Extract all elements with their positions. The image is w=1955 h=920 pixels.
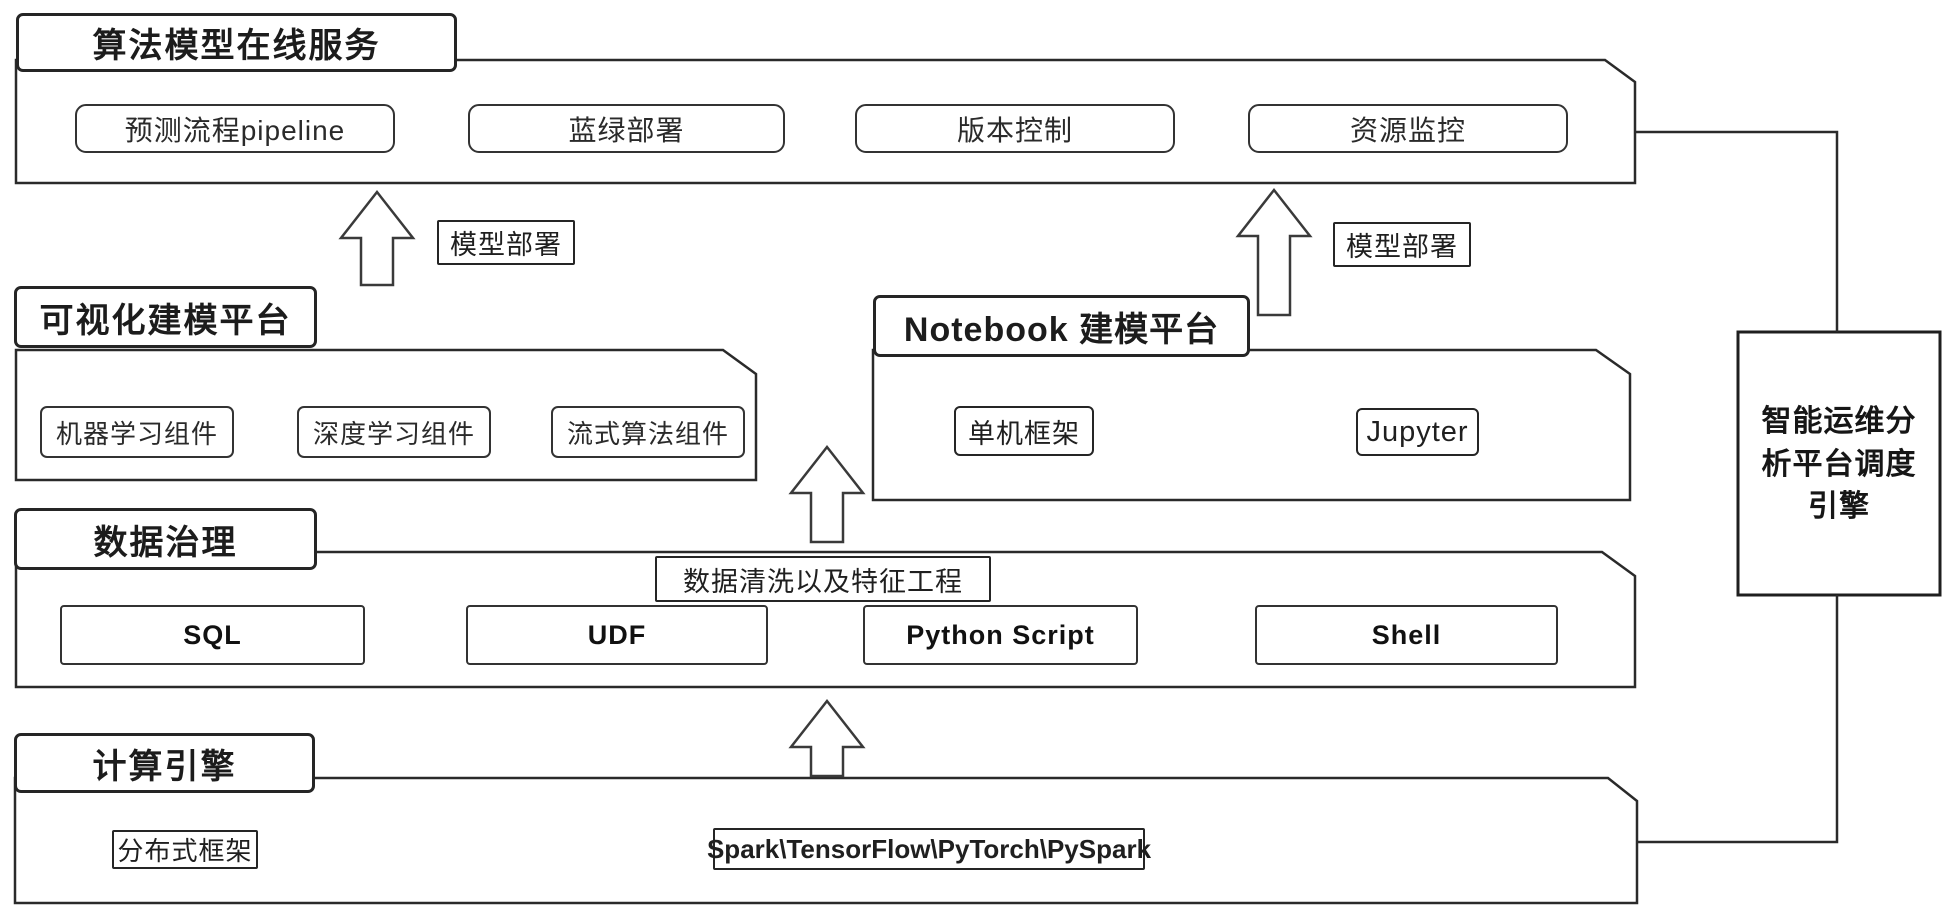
cell-shell: Shell [1255,605,1558,665]
component-stream-algorithm: 流式算法组件 [551,406,745,458]
data-cleaning-feature-label: 数据清洗以及特征工程 [655,556,991,602]
pill-version-control: 版本控制 [855,104,1175,153]
up-arrow-compute-to-data [788,698,866,778]
scheduler-box [1736,330,1942,597]
data-governance-container [14,550,1637,689]
connector-scheduler-to-compute [1637,595,1839,844]
online-service-title: 算法模型在线服务 [16,13,457,72]
cell-python-script: Python Script [863,605,1138,665]
cell-sql: SQL [60,605,365,665]
cell-udf: UDF [466,605,768,665]
up-arrow-deploy-left [338,189,416,287]
distributed-framework-label: 分布式框架 [112,830,258,869]
model-deploy-label-left: 模型部署 [437,220,575,265]
notebook-title: Notebook 建模平台 [873,295,1250,357]
pill-resource-monitoring: 资源监控 [1248,104,1568,153]
data-governance-title: 数据治理 [14,508,317,570]
pill-blue-green-deploy: 蓝绿部署 [468,104,785,153]
component-jupyter: Jupyter [1356,408,1479,456]
framework-stack-label: Spark\TensorFlow\PyTorch\PySpark [707,828,1151,870]
component-deep-learning: 深度学习组件 [297,406,491,458]
up-arrow-feature-engineering [788,444,866,544]
notebook-container [871,348,1632,502]
component-machine-learning: 机器学习组件 [40,406,234,458]
visual-modeling-title: 可视化建模平台 [14,286,317,348]
compute-engine-title: 计算引擎 [14,733,315,793]
model-deploy-label-right: 模型部署 [1333,222,1471,267]
up-arrow-deploy-right [1235,187,1313,317]
component-single-machine-framework: 单机框架 [954,406,1094,456]
connector-top-to-scheduler [1635,130,1839,332]
scheduler-title: 智能运维分析平台调度引擎 [1761,405,1917,524]
pill-prediction-pipeline: 预测流程pipeline [75,104,395,153]
